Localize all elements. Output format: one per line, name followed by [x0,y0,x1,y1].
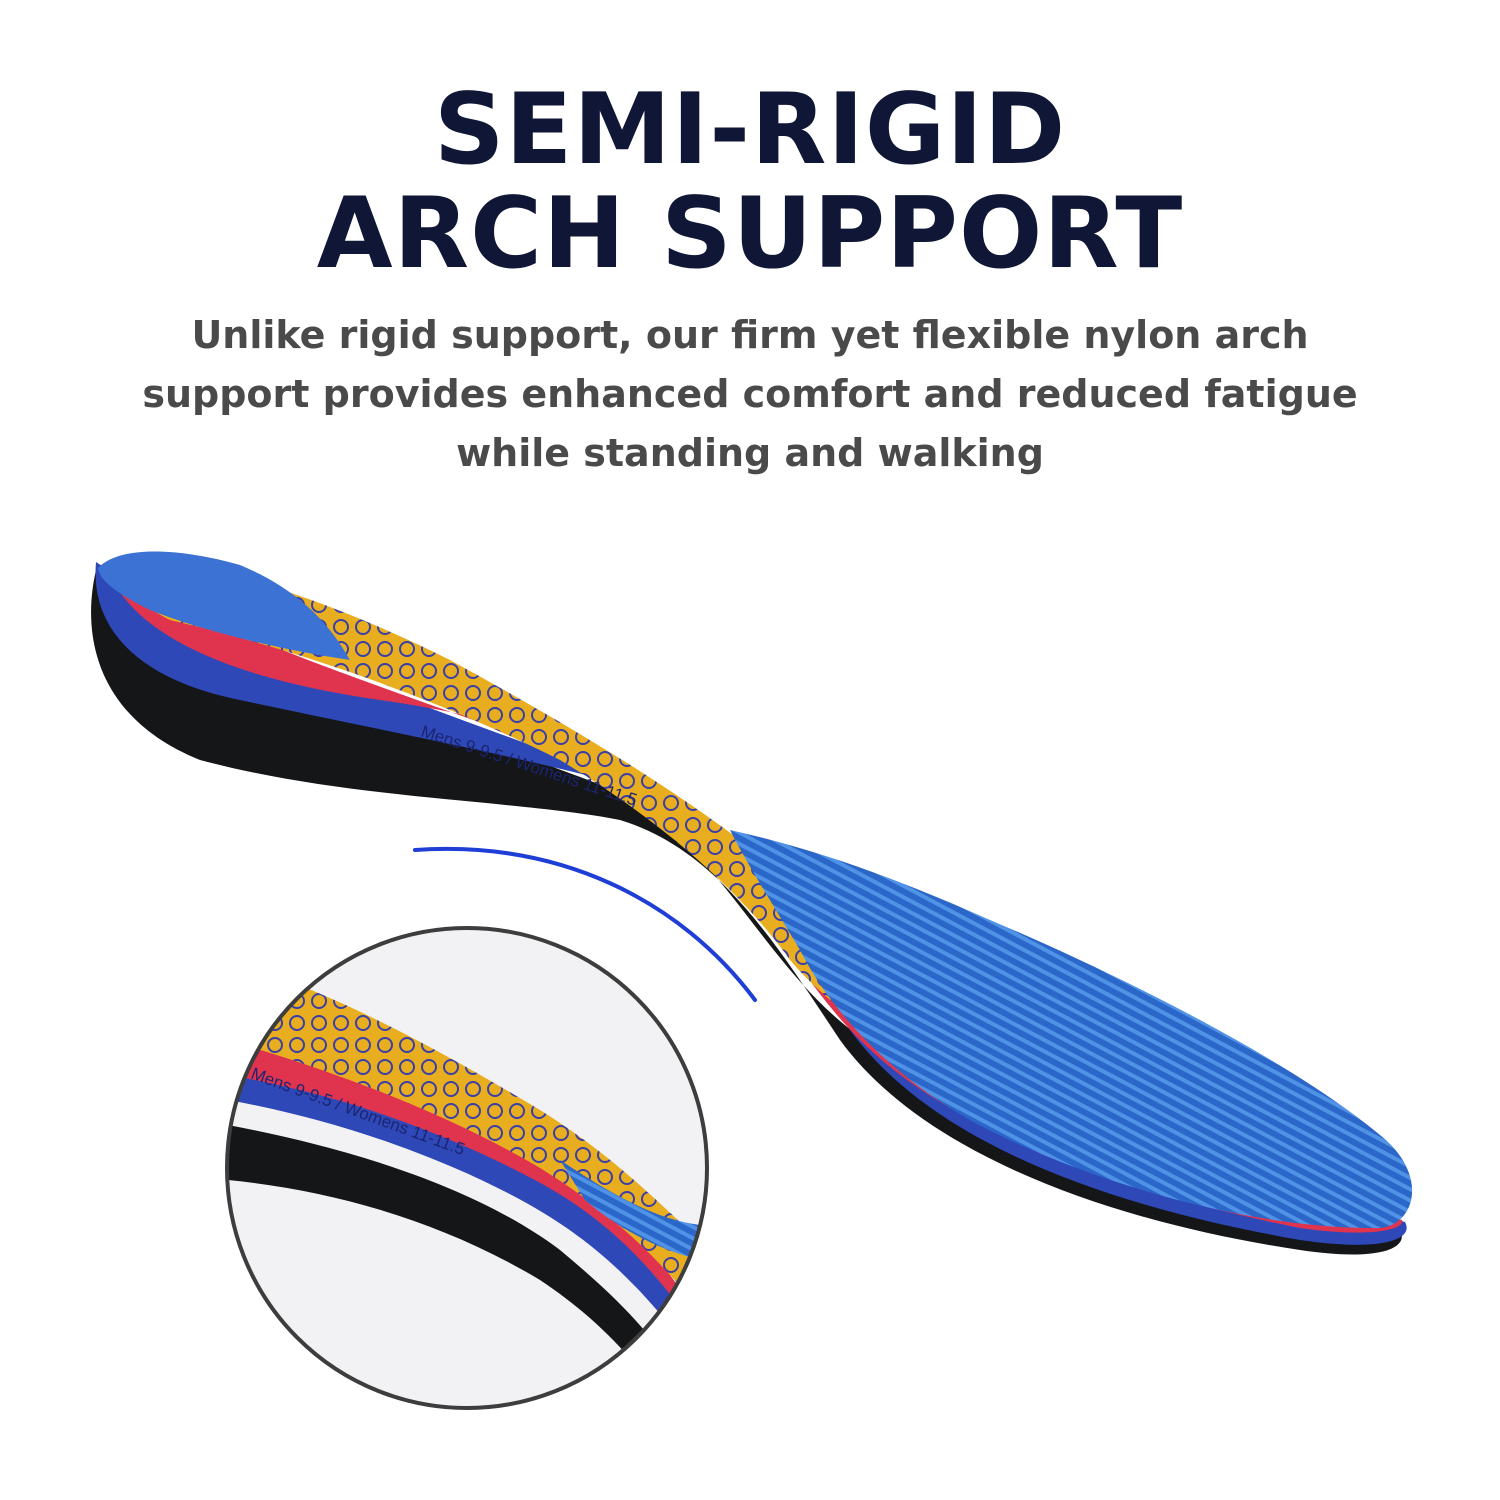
insole-heel-cup [98,551,350,660]
insole-top-surface [730,830,1413,1229]
flex-curve-accent [413,847,757,1002]
zoom-inset-border [225,926,709,1410]
insole-red-layer [110,575,1403,1233]
headline-line-1: SEMI-RIGID [433,73,1067,187]
subtitle-line-2: support provides enhanced comfort and re… [142,372,1358,416]
insole-base-layer [91,570,1402,1255]
headline: SEMI-RIGID ARCH SUPPORT [0,78,1500,286]
subtitle-line-1: Unlike rigid support, our firm yet flexi… [191,313,1309,357]
insole-blue-layer [95,562,1407,1245]
headline-line-2: ARCH SUPPORT [316,177,1184,291]
subtitle: Unlike rigid support, our firm yet flexi… [90,306,1410,483]
zoom-inset: Mens 9-9.5 / Womens 11-11.5 [225,926,709,1410]
subtitle-line-3: while standing and walking [456,431,1044,475]
